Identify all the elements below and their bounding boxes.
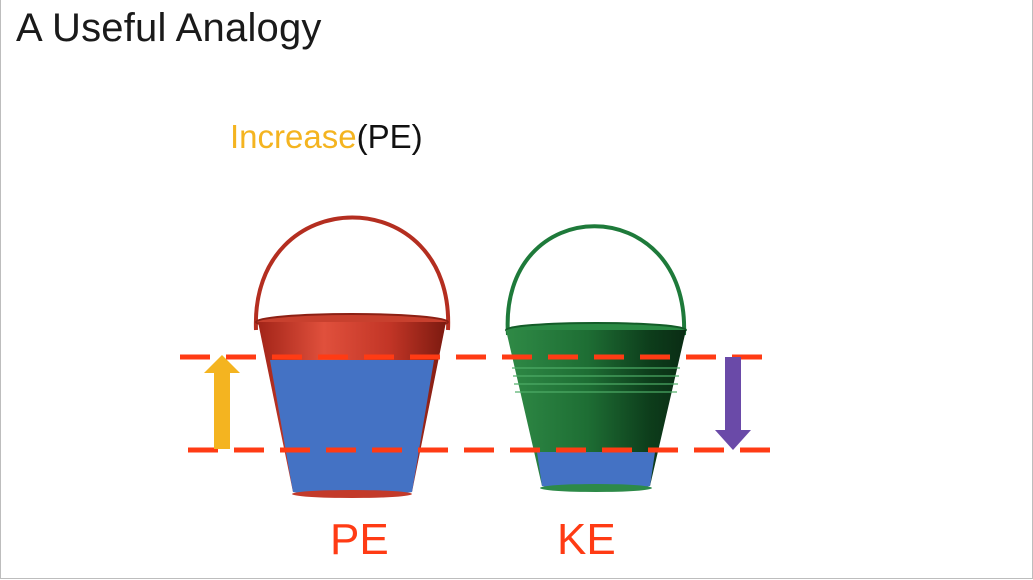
down-arrow-icon [715, 357, 751, 450]
slide-title: A Useful Analogy [16, 6, 322, 50]
ke-bucket [505, 224, 687, 492]
up-arrow-icon [204, 355, 240, 449]
ke-bucket-base [540, 484, 652, 492]
pe-label: PE [330, 515, 389, 564]
ke-bucket-ribs [512, 367, 680, 393]
ke-bucket-body [506, 330, 686, 490]
pe-bucket-water [270, 360, 434, 496]
ke-bucket-handle [505, 224, 687, 336]
ke-label: KE [557, 515, 616, 564]
subtitle-pe: (PE) [356, 118, 423, 155]
pe-bucket-handle [253, 215, 451, 331]
ke-bucket-water [537, 452, 655, 490]
subtitle-increase: Increase [230, 118, 357, 155]
subtitle: Increase(PE) [230, 118, 423, 156]
pe-bucket-base [292, 490, 412, 498]
